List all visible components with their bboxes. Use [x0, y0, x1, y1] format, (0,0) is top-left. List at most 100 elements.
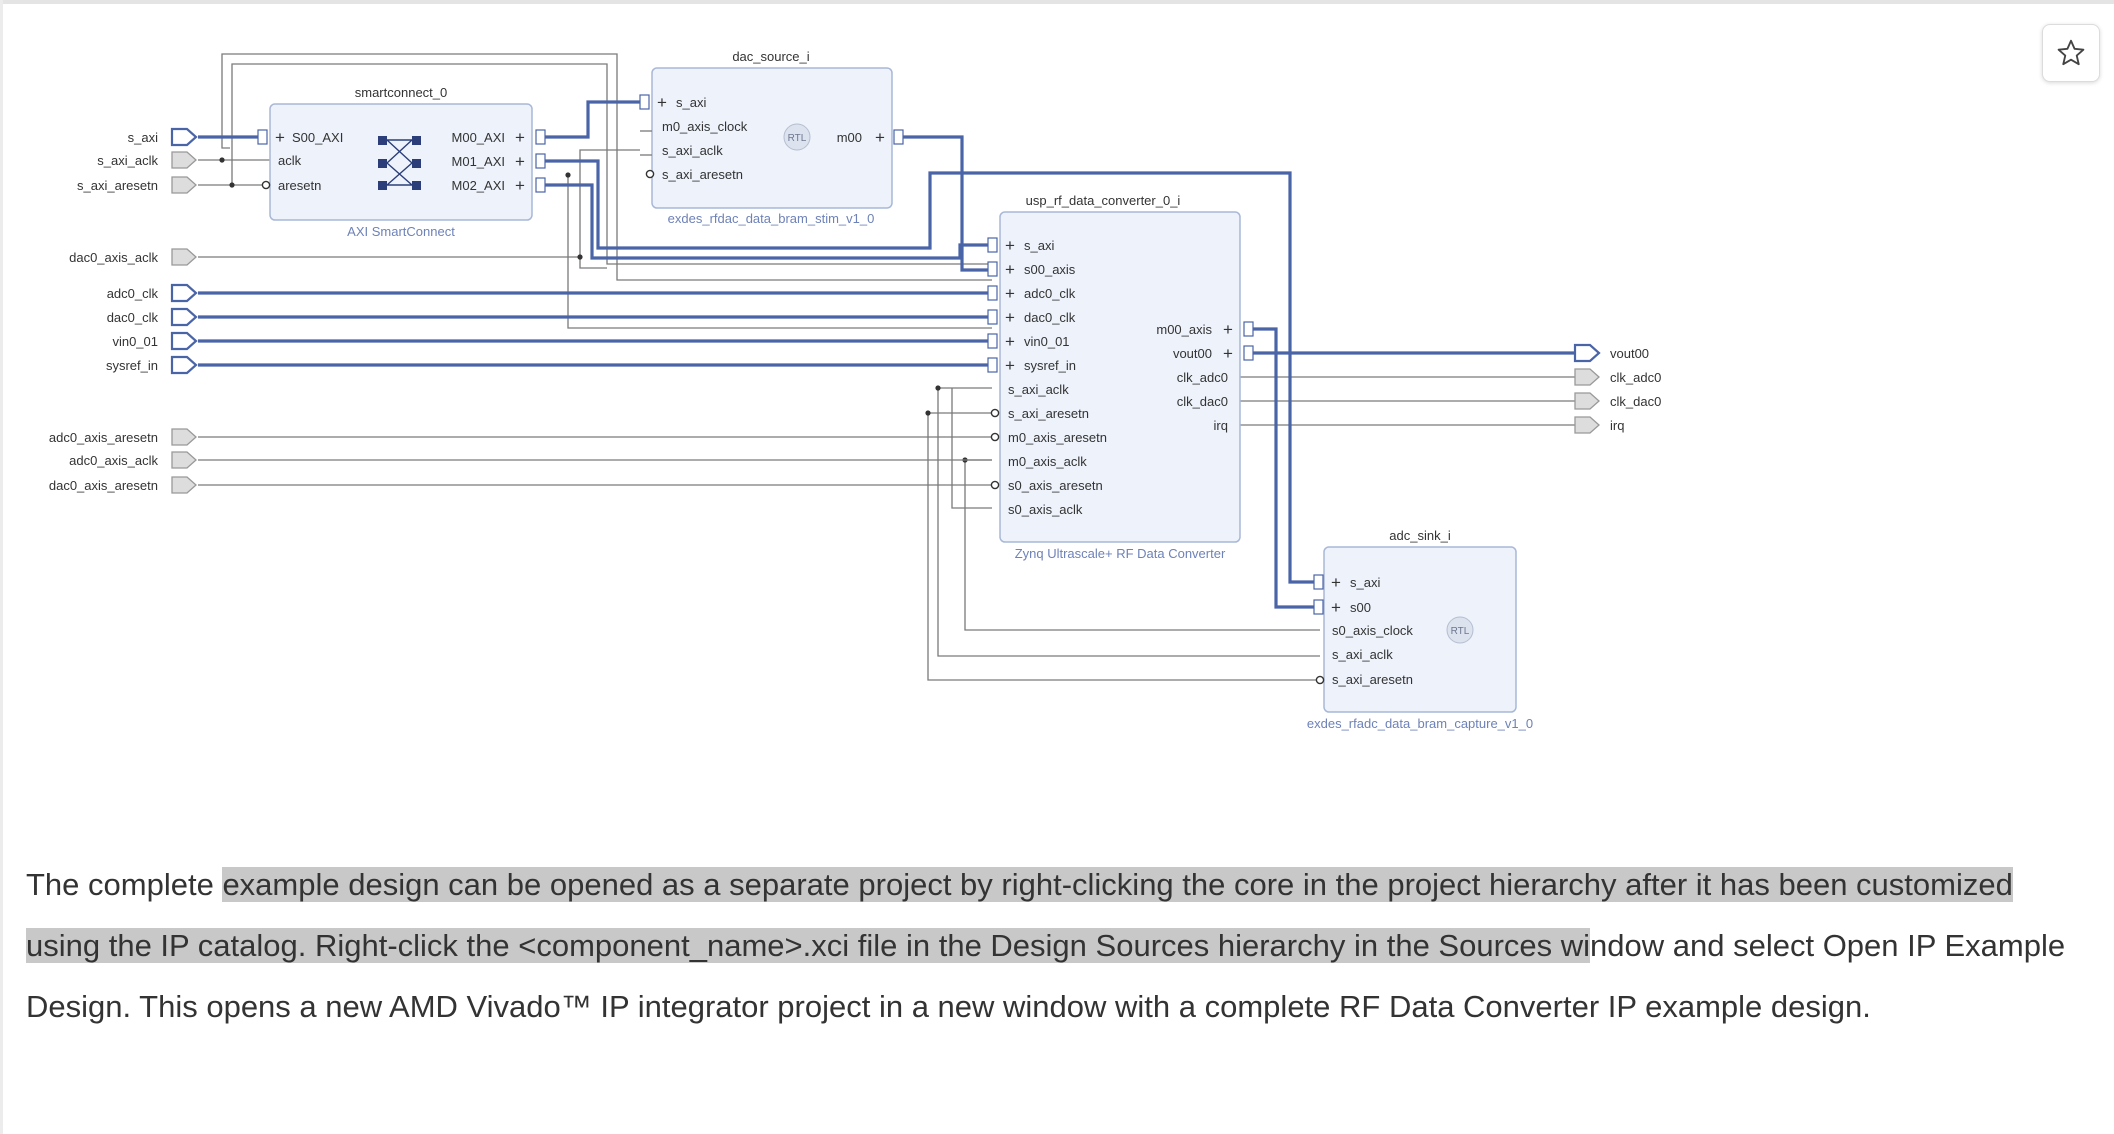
rf-left-bus-mark-1 — [987, 261, 998, 277]
rf-right-plus-1: + — [1223, 344, 1233, 363]
input-port-s-axi — [170, 127, 198, 147]
sc-plus-2: + — [515, 176, 525, 195]
rf-pin-s0-axis-aclk: s0_axis_aclk — [1008, 502, 1083, 517]
output-port-vout00 — [1573, 343, 1601, 363]
sc-s00-plus: + — [275, 128, 285, 147]
input-port-label-s-axi-aresetn: s_axi_aresetn — [77, 178, 158, 193]
rf-pin-s00-axis: s00_axis — [1024, 262, 1076, 277]
sc-bus-mark-0 — [535, 129, 546, 145]
input-port-label-dac0-axis-aresetn: dac0_axis_aresetn — [49, 478, 158, 493]
sc-aresetn-bubble — [261, 180, 271, 190]
sink-pin-s-axi: s_axi — [1350, 575, 1380, 590]
input-port-sysref-in — [170, 355, 198, 375]
rf-inv-bubble-8 — [990, 432, 1000, 442]
sc-pin-aclk: aclk — [278, 153, 302, 168]
rf-block — [999, 211, 1241, 543]
output-port-clk-dac0 — [1574, 392, 1600, 410]
wire-rf-s-axi-aclk-to-sink — [937, 387, 1320, 657]
description-paragraph: The complete example design can be opene… — [26, 854, 2086, 1037]
rf-pin-adc0-clk: adc0_clk — [1024, 286, 1076, 301]
junction-aclk — [219, 157, 225, 163]
junction-aresetn — [229, 182, 235, 188]
output-port-label-clk-dac0: clk_dac0 — [1610, 394, 1661, 409]
rf-left-bus-mark-3 — [987, 309, 998, 325]
sc-pin-m02-axi: M02_AXI — [452, 178, 505, 193]
input-port-vin0-01 — [170, 331, 198, 351]
description-part-2: ndow and select Open IP Example Design. … — [26, 928, 2066, 1024]
rf-pin-m00-axis: m00_axis — [1156, 322, 1212, 337]
junction-b — [925, 410, 931, 416]
rf-left-bus-mark-2 — [987, 285, 998, 301]
rf-right-bus-mark-0 — [1243, 321, 1254, 337]
rf-inv-bubble-7 — [990, 408, 1000, 418]
input-port-label-s-axi-aclk: s_axi_aclk — [97, 153, 158, 168]
left-border — [0, 0, 3, 1134]
input-port-label-adc0-axis-aclk: adc0_axis_aclk — [69, 453, 158, 468]
dac-source-type-label: exdes_rfdac_data_bram_stim_v1_0 — [668, 211, 875, 226]
dac-m00-plus: + — [875, 128, 885, 147]
sink-s00-plus: + — [1331, 598, 1341, 617]
sink-rtl-badge-label: RTL — [1451, 626, 1470, 637]
dac-source-block — [651, 67, 893, 209]
sc-xbar-node-4 — [412, 159, 421, 168]
smartconnect-block — [269, 103, 533, 221]
sink-pin-s0-axis-clock: s0_axis_clock — [1332, 623, 1413, 638]
junction-aclk-mid — [565, 172, 571, 178]
sink-s-axi-bus-mark — [1313, 574, 1324, 590]
bookmark-star-button[interactable] — [2042, 24, 2100, 82]
sink-s00-bus-mark — [1313, 599, 1324, 615]
smartconnect-instance-label: smartconnect_0 — [355, 85, 448, 100]
adc-sink-block — [1323, 546, 1517, 713]
sc-xbar-node-3 — [412, 136, 421, 145]
dac-m00-bus-mark — [893, 129, 904, 145]
rf-pin-s0-axis-aresetn: s0_axis_aresetn — [1008, 478, 1103, 493]
input-port-label-dac0-axis-aclk: dac0_axis_aclk — [69, 250, 158, 265]
junction-dac0-axis-aclk — [577, 254, 583, 260]
adc-sink-instance-label: adc_sink_i — [1389, 528, 1451, 543]
wire-s0-axis-aclk — [951, 388, 992, 509]
rf-pin-irq: irq — [1214, 418, 1228, 433]
input-port-adc0-clk — [170, 283, 198, 303]
rf-type-label: Zynq Ultrascale+ RF Data Converter — [1015, 546, 1226, 561]
dac-pin-s-axi-aresetn: s_axi_aresetn — [662, 167, 743, 182]
top-border — [0, 0, 2114, 4]
output-port-label-irq: irq — [1610, 418, 1624, 433]
sc-plus-0: + — [515, 128, 525, 147]
sink-pin-s-axi-aresetn: s_axi_aresetn — [1332, 672, 1413, 687]
bus-m00-axis-to-sink — [1248, 327, 1320, 609]
input-port-s-axi-aclk — [171, 151, 197, 169]
sc-plus-1: + — [515, 152, 525, 171]
rf-pin-vin0-01: vin0_01 — [1024, 334, 1070, 349]
dac-s-axi-plus: + — [657, 93, 667, 112]
dac-rtl-badge-label: RTL — [788, 133, 807, 144]
wire-aclk-top-loop — [221, 53, 992, 281]
description-part-1: The complete — [26, 867, 223, 902]
sink-s-axi-plus: + — [1331, 573, 1341, 592]
output-port-label-clk-adc0: clk_adc0 — [1610, 370, 1661, 385]
adc-sink-type-label: exdes_rfadc_data_bram_capture_v1_0 — [1307, 716, 1533, 731]
rf-left-plus-4: + — [1005, 332, 1015, 351]
rf-pin-m0-axis-aclk: m0_axis_aclk — [1008, 454, 1087, 469]
dac-pin-s-axi: s_axi — [676, 95, 706, 110]
rf-left-bus-mark-0 — [987, 237, 998, 253]
output-port-clk-adc0 — [1574, 368, 1600, 386]
sink-aresetn-bubble — [1315, 675, 1325, 685]
wire-dac0-axis-aclk-to-dac — [198, 149, 640, 258]
sc-bus-mark-2 — [535, 177, 546, 193]
sc-pin-aresetn: aresetn — [278, 178, 321, 193]
rf-instance-label: usp_rf_data_converter_0_i — [1026, 193, 1181, 208]
sc-pin-m00-axi: M00_AXI — [452, 130, 505, 145]
output-port-irq — [1574, 416, 1600, 434]
sc-pin-s00-axi: S00_AXI — [292, 130, 343, 145]
input-port-label-adc0-axis-aresetn: adc0_axis_aresetn — [49, 430, 158, 445]
sc-pin-m01-axi: M01_AXI — [452, 154, 505, 169]
dac-s-axi-bus-mark — [639, 94, 650, 110]
wire-rf-aresetn-to-sink — [927, 412, 1320, 681]
rf-pin-s-axi-aresetn: s_axi_aresetn — [1008, 406, 1089, 421]
rf-pin-clk-dac0: clk_dac0 — [1177, 394, 1228, 409]
input-port-dac0-axis-aclk — [171, 248, 197, 266]
rf-left-plus-5: + — [1005, 356, 1015, 375]
dac-rtl-badge — [783, 123, 811, 151]
